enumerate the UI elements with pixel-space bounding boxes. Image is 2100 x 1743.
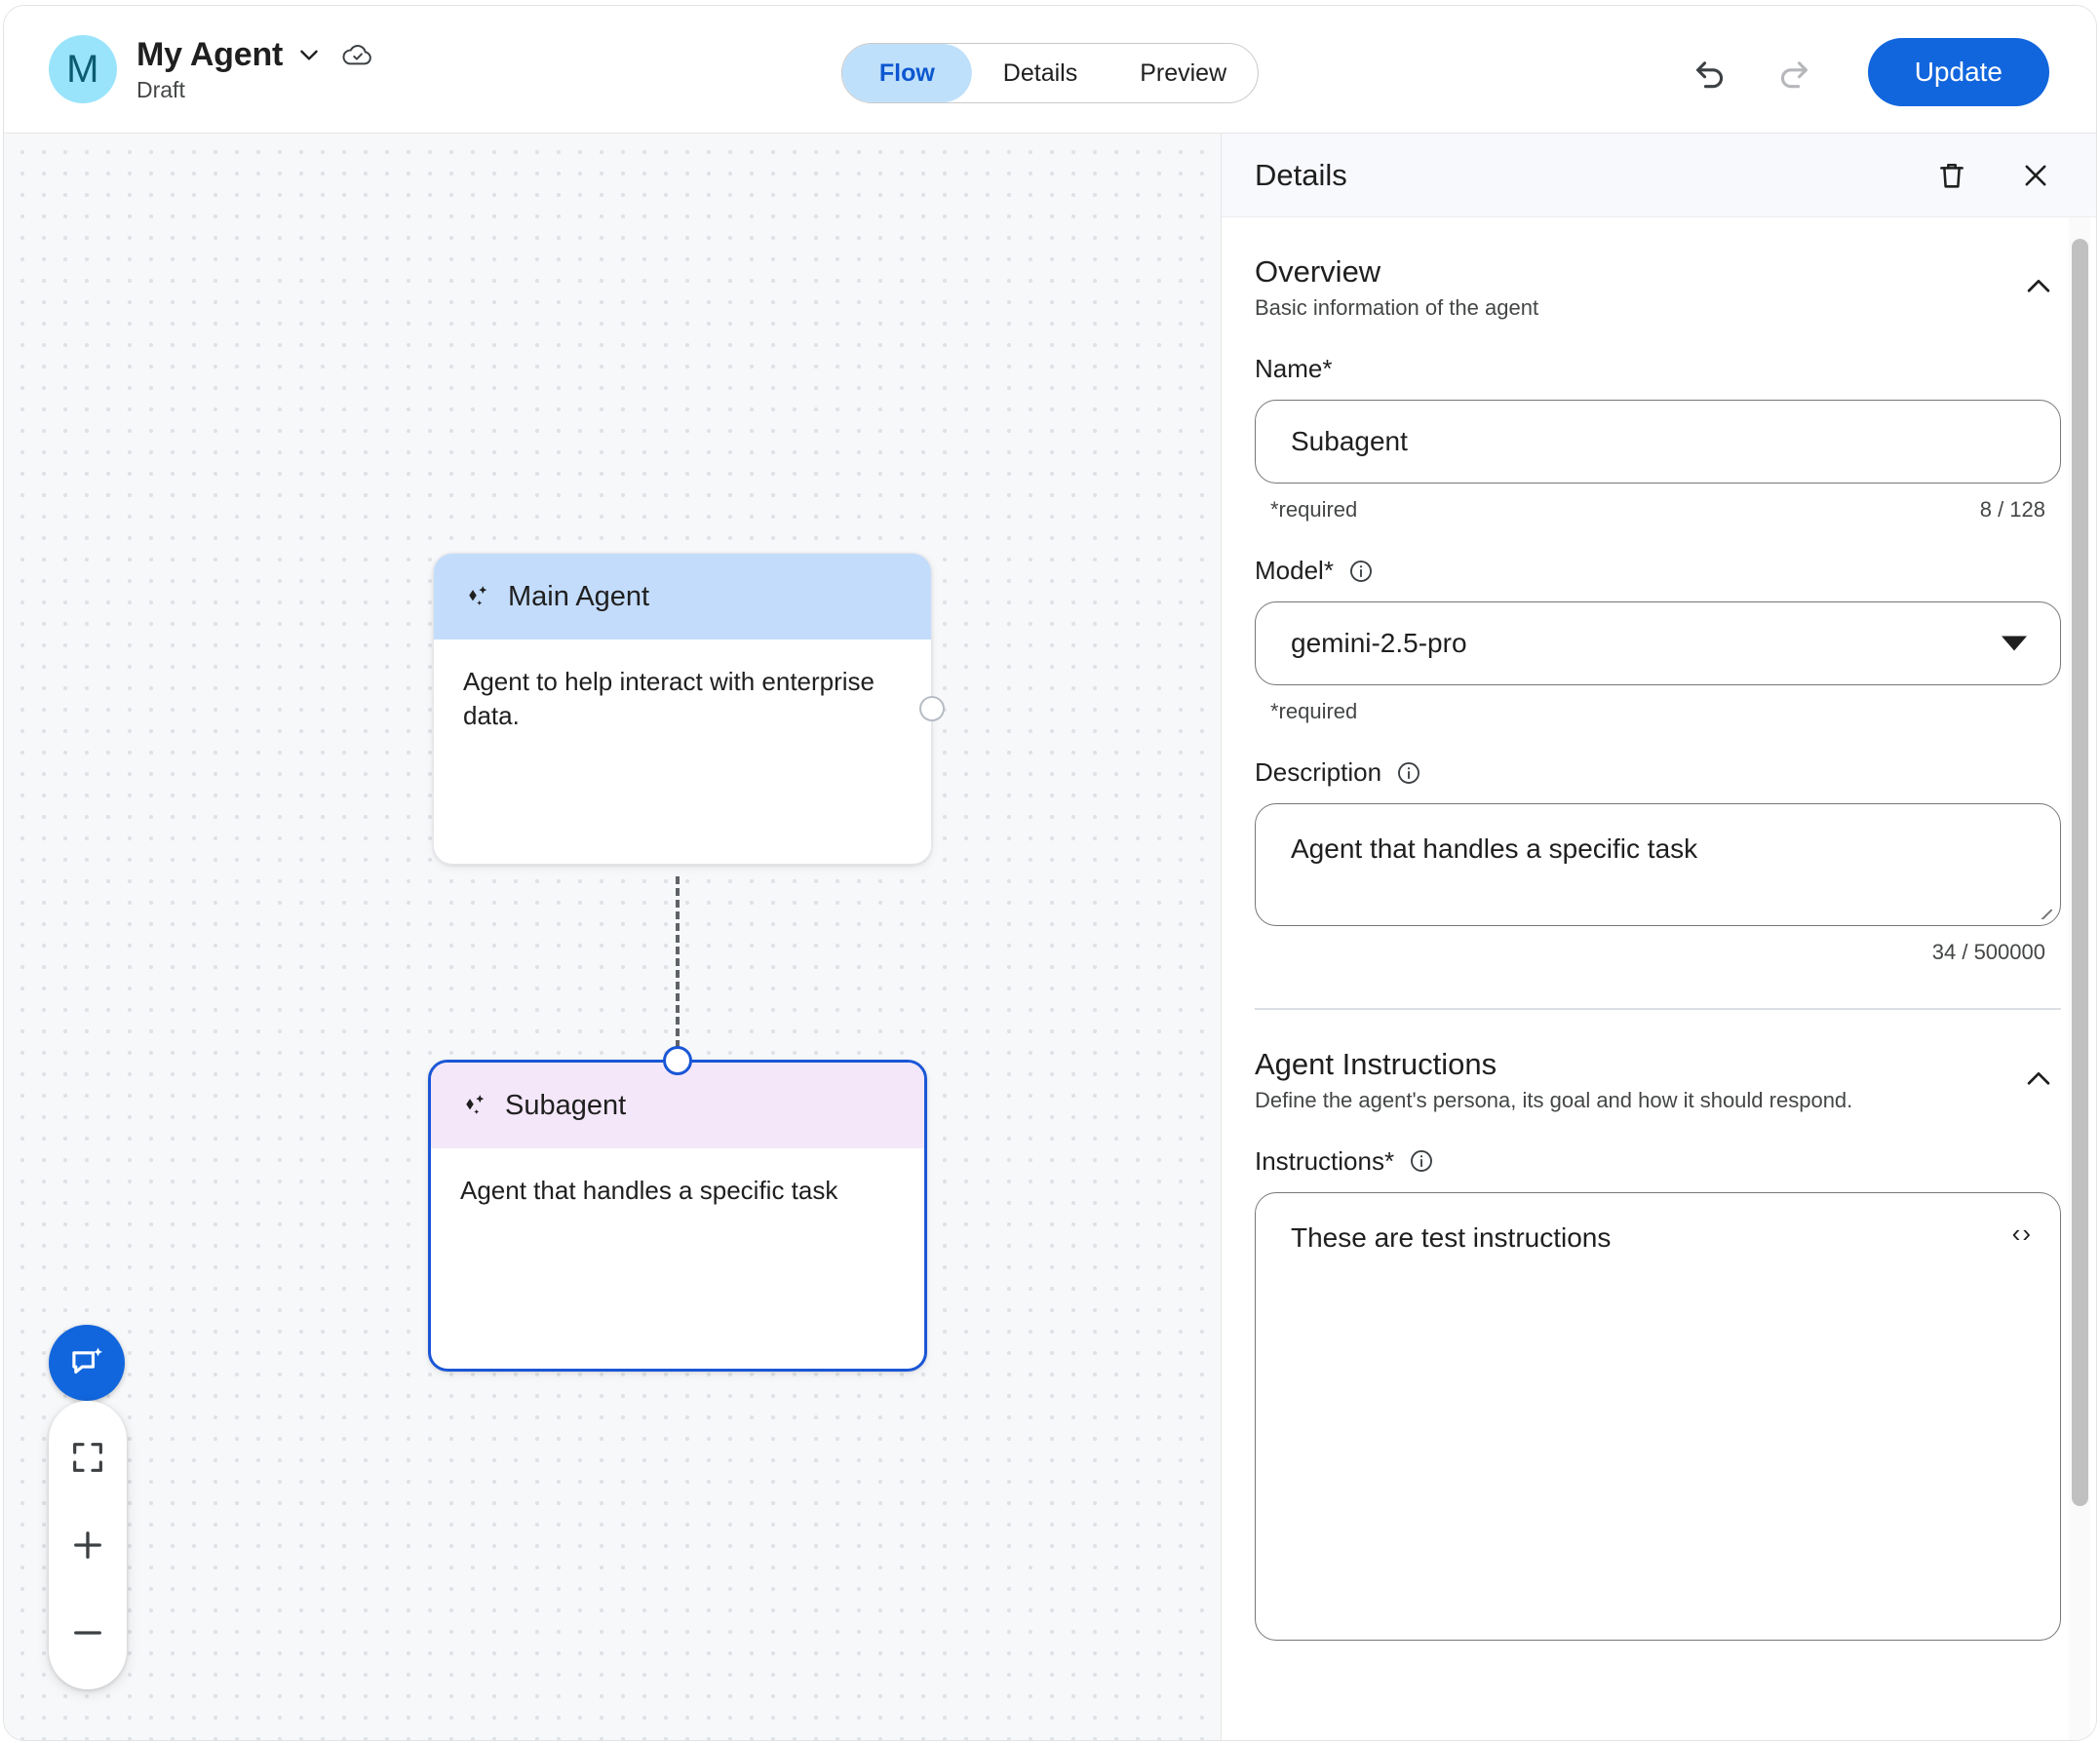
description-textarea-value: Agent that handles a specific task <box>1291 833 1698 864</box>
sparkle-icon <box>463 582 492 611</box>
field-instructions: Instructions* These are test instruction… <box>1255 1146 2061 1641</box>
description-label-row: Description <box>1255 757 2061 788</box>
section-description: Define the agent's persona, its goal and… <box>1255 1087 1853 1112</box>
name-input[interactable]: Subagent <box>1255 400 2061 484</box>
node-output-port[interactable] <box>919 696 945 721</box>
model-label: Model* <box>1255 556 1334 585</box>
top-bar: M My Agent Draft Flo <box>4 6 2096 134</box>
sparkle-icon <box>460 1091 489 1120</box>
instructions-label-row: Instructions* <box>1255 1146 2061 1177</box>
details-panel-header: Details <box>1222 134 2096 217</box>
page-title: My Agent <box>136 35 284 73</box>
app-window: M My Agent Draft Flo <box>3 5 2097 1741</box>
node-input-port[interactable] <box>663 1046 692 1075</box>
field-model: Model* gemini-2.5-pro *required <box>1255 556 2061 724</box>
avatar: M <box>49 35 117 103</box>
resize-handle[interactable] <box>2029 894 2054 919</box>
description-counter: 34 / 500000 <box>1931 940 2045 964</box>
model-select[interactable]: gemini-2.5-pro <box>1255 601 2061 685</box>
instructions-label: Instructions* <box>1255 1145 1395 1176</box>
node-title: Subagent <box>505 1089 627 1121</box>
panel-scrollbar-thumb[interactable] <box>2072 239 2088 1506</box>
section-title: Agent Instructions <box>1255 1046 1497 1081</box>
instructions-textarea[interactable]: These are test instructions ‹› <box>1255 1191 2061 1641</box>
description-textarea[interactable]: Agent that handles a specific task <box>1255 803 2061 926</box>
update-button[interactable]: Update <box>1867 38 2049 106</box>
chat-sparkle-icon[interactable] <box>49 1325 125 1401</box>
info-icon[interactable] <box>1347 558 1375 585</box>
name-required-hint: *required <box>1270 497 1358 522</box>
tab-details[interactable]: Details <box>1002 58 1078 87</box>
agent-brand: M My Agent Draft <box>49 35 374 103</box>
field-name: Name* Subagent *required 8 / 128 <box>1255 354 2061 523</box>
fit-screen-icon[interactable] <box>49 1416 127 1498</box>
tab-flow[interactable]: Flow <box>841 44 972 102</box>
flow-node-subagent[interactable]: Subagent Agent that handles a specific t… <box>428 1046 927 1372</box>
field-description: Description Agent that handles a specifi… <box>1255 757 2061 965</box>
node-header: Subagent <box>431 1063 924 1148</box>
section-overview-header: Overview Basic information of the agent <box>1255 217 2061 321</box>
details-panel-title: Details <box>1255 157 1347 192</box>
zoom-in-icon[interactable] <box>49 1504 127 1586</box>
cloud-done-icon[interactable] <box>335 38 374 71</box>
top-actions: Update <box>1685 38 2049 106</box>
flow-node-main-agent[interactable]: Main Agent Agent to help interact with e… <box>433 553 945 865</box>
name-counter: 8 / 128 <box>1979 497 2045 522</box>
details-panel: Details <box>1222 134 2096 1740</box>
description-label: Description <box>1255 757 1382 787</box>
agent-status: Draft <box>136 76 185 102</box>
code-brackets-icon[interactable]: ‹› <box>2011 1218 2033 1248</box>
redo-icon[interactable] <box>1769 47 1819 97</box>
section-description: Basic information of the agent <box>1255 295 1539 320</box>
zoom-out-icon[interactable] <box>49 1592 127 1674</box>
info-icon[interactable] <box>1395 759 1422 787</box>
canvas-zoom-controls <box>49 1401 127 1689</box>
caret-down-icon <box>2002 636 2027 651</box>
node-description: Agent to help interact with enterprise d… <box>463 667 875 730</box>
tab-preview[interactable]: Preview <box>1140 58 1227 87</box>
undo-icon[interactable] <box>1685 47 1735 97</box>
flow-canvas[interactable]: Main Agent Agent to help interact with e… <box>4 134 1222 1740</box>
chevron-down-icon[interactable] <box>296 42 322 67</box>
model-required-hint: *required <box>1270 699 1358 723</box>
info-icon[interactable] <box>1408 1147 1435 1175</box>
name-input-value: Subagent <box>1291 426 1408 456</box>
panel-scrollbar[interactable] <box>2069 217 2090 1740</box>
chevron-up-icon[interactable] <box>2016 264 2061 309</box>
name-label: Name* <box>1255 354 1333 383</box>
instructions-textarea-value: These are test instructions <box>1291 1221 1612 1253</box>
trash-icon[interactable] <box>1926 150 1977 201</box>
section-divider <box>1255 1008 2061 1010</box>
node-description: Agent that handles a specific task <box>460 1176 838 1205</box>
body-area: Main Agent Agent to help interact with e… <box>4 134 2096 1740</box>
view-tabs: Flow Details Preview <box>840 43 1260 103</box>
model-select-value: gemini-2.5-pro <box>1291 628 1467 658</box>
node-header: Main Agent <box>434 554 931 639</box>
section-agent-instructions-header: Agent Instructions Define the agent's pe… <box>1255 1010 2061 1113</box>
section-title: Overview <box>1255 254 1381 289</box>
close-icon[interactable] <box>2010 150 2061 201</box>
model-label-row: Model* <box>1255 556 2061 586</box>
node-title: Main Agent <box>508 580 650 612</box>
flow-edge <box>676 876 680 1060</box>
chevron-up-icon[interactable] <box>2016 1057 2061 1102</box>
details-panel-content: Overview Basic information of the agent … <box>1222 217 2096 1740</box>
